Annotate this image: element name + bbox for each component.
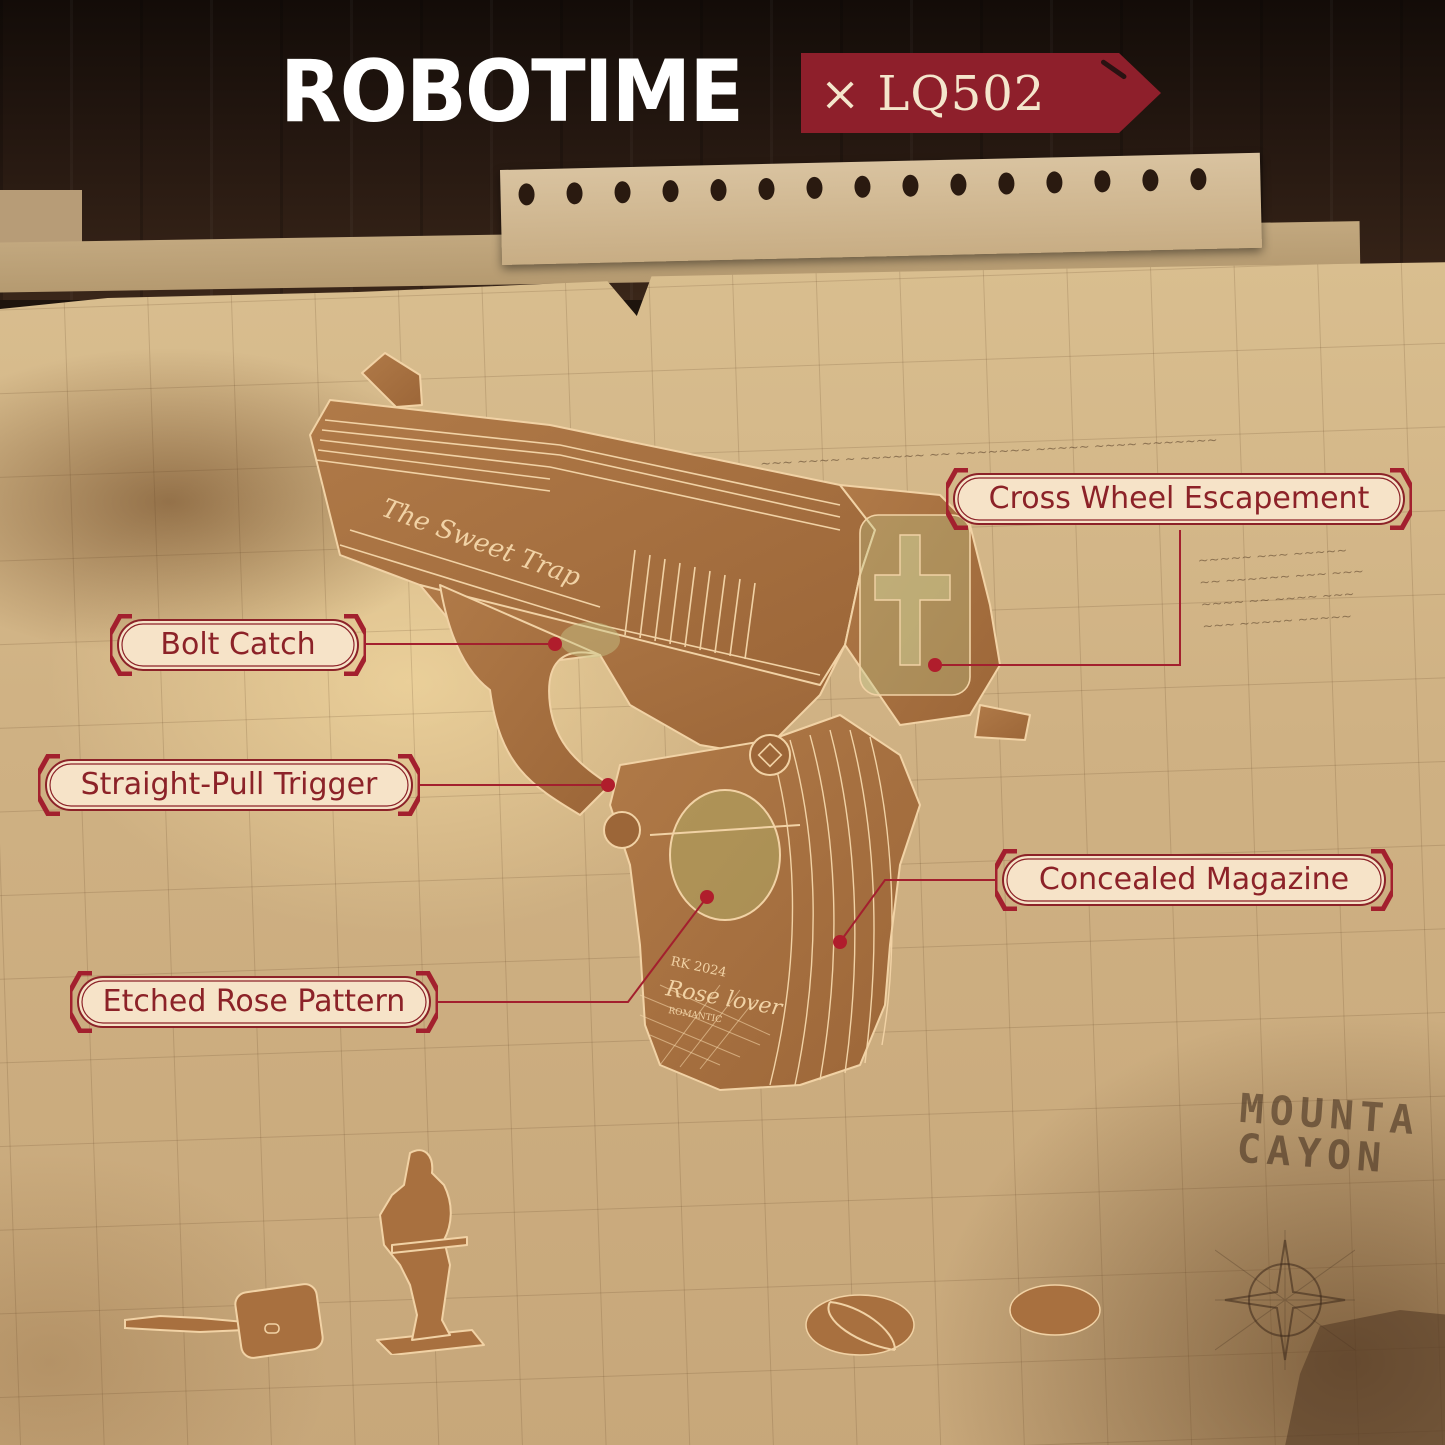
callout-cross-wheel-escapement: Cross Wheel Escapement xyxy=(946,468,1412,530)
brand-logo: ROBOTIME xyxy=(280,42,744,142)
callout-label: Straight-Pull Trigger xyxy=(80,767,378,802)
compass-rose-icon xyxy=(1215,1230,1355,1370)
callout-label: Concealed Magazine xyxy=(1038,862,1350,897)
callout-label: Etched Rose Pattern xyxy=(102,984,406,1019)
callout-etched-rose-pattern: Etched Rose Pattern xyxy=(70,971,438,1033)
notebook-strip xyxy=(500,152,1262,265)
callout-bolt-catch: Bolt Catch xyxy=(110,614,366,676)
key-tag-icon xyxy=(124,1283,324,1359)
collab-tag-text: × LQ502 xyxy=(820,66,1046,122)
callout-label: Cross Wheel Escapement xyxy=(988,481,1370,516)
callout-concealed-magazine: Concealed Magazine xyxy=(995,849,1393,911)
callout-label: Bolt Catch xyxy=(160,627,316,662)
coffee-bean-icon xyxy=(805,1294,915,1356)
oval-disc-icon xyxy=(1009,1284,1101,1336)
soldier-figure-icon xyxy=(376,1149,485,1355)
handwriting-decor: ~~~~~ ~~~ ~~~~~~~ ~~~~~~ ~~~ ~~~~~~~ ~~ … xyxy=(1197,543,1365,635)
callout-straight-pull-trigger: Straight-Pull Trigger xyxy=(38,754,420,816)
collab-tag xyxy=(801,53,1161,133)
map-stamp: MOUNTA CAYON xyxy=(1235,1085,1422,1183)
